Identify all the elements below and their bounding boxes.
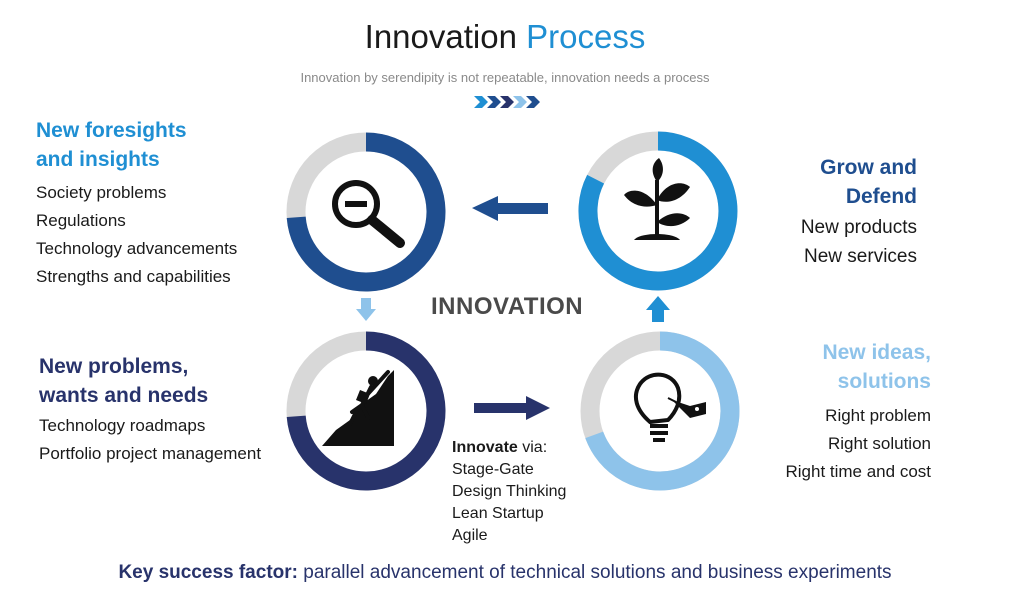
heading-foresights-line1: New foresights xyxy=(36,119,187,142)
innovate-via-rest: via: xyxy=(517,439,548,456)
heading-problems-line1: New problems, xyxy=(39,355,189,378)
climber-icon xyxy=(322,370,394,446)
heading-foresights-line2: and insights xyxy=(36,148,160,171)
list-item: Right solution xyxy=(827,434,931,453)
ring-grow xyxy=(578,131,738,291)
center-label: INNOVATION xyxy=(431,293,584,320)
list-item: Strengths and capabilities xyxy=(36,267,231,286)
innovate-via-block: Innovate via: Stage-Gate Design Thinking… xyxy=(452,437,566,547)
quadrant-problems: New problems, wants and needs Technology… xyxy=(39,352,261,468)
arrow-left-top xyxy=(472,196,548,221)
list-item: Stage-Gate xyxy=(452,461,534,478)
list-item: New products xyxy=(800,217,917,238)
chevrons-icon xyxy=(474,96,540,108)
innovate-via-bold: Innovate xyxy=(452,439,518,456)
page-title: Innovation Process xyxy=(364,18,646,55)
lightbulb-icon xyxy=(633,372,706,442)
key-factor-bold: Key success factor: xyxy=(118,562,298,583)
magnifier-icon xyxy=(332,180,405,248)
arrow-right-bottom xyxy=(474,396,550,420)
list-item: Lean Startup xyxy=(452,505,544,522)
quadrant-grow: Grow and Defend New products New service… xyxy=(786,153,917,271)
list-item: Portfolio project management xyxy=(39,444,262,463)
list-item: Agile xyxy=(452,527,488,544)
list-item: New services xyxy=(804,246,917,267)
ring-foresights xyxy=(286,132,446,292)
page-subtitle: Innovation by serendipity is not repeata… xyxy=(300,70,710,85)
list-item: Technology advancements xyxy=(36,239,238,258)
arrow-up-right xyxy=(646,296,670,322)
arrow-down-left xyxy=(356,298,376,321)
heading-grow-line2: Defend xyxy=(845,185,917,208)
list-item: Regulations xyxy=(36,211,126,230)
ring-ideas xyxy=(580,331,740,491)
quadrant-foresights: New foresights and insights Society prob… xyxy=(36,116,237,291)
quadrant-ideas: New ideas, solutions Right problem Right… xyxy=(760,338,931,486)
list-item: Design Thinking xyxy=(452,483,567,500)
heading-problems-line2: wants and needs xyxy=(39,384,209,407)
heading-ideas-line2: solutions xyxy=(837,370,931,393)
list-item: Society problems xyxy=(36,183,167,202)
list-item: Right time and cost xyxy=(785,462,931,481)
heading-grow-line1: Grow and xyxy=(820,156,917,179)
heading-ideas-line1: New ideas, xyxy=(822,341,931,364)
ring-problems xyxy=(286,331,446,491)
key-success-factor: Key success factor: parallel advancement… xyxy=(0,562,1010,584)
plant-icon xyxy=(624,158,690,240)
key-factor-rest: parallel advancement of technical soluti… xyxy=(297,562,892,583)
list-item: Right problem xyxy=(825,406,931,425)
list-item: Technology roadmaps xyxy=(39,416,206,435)
